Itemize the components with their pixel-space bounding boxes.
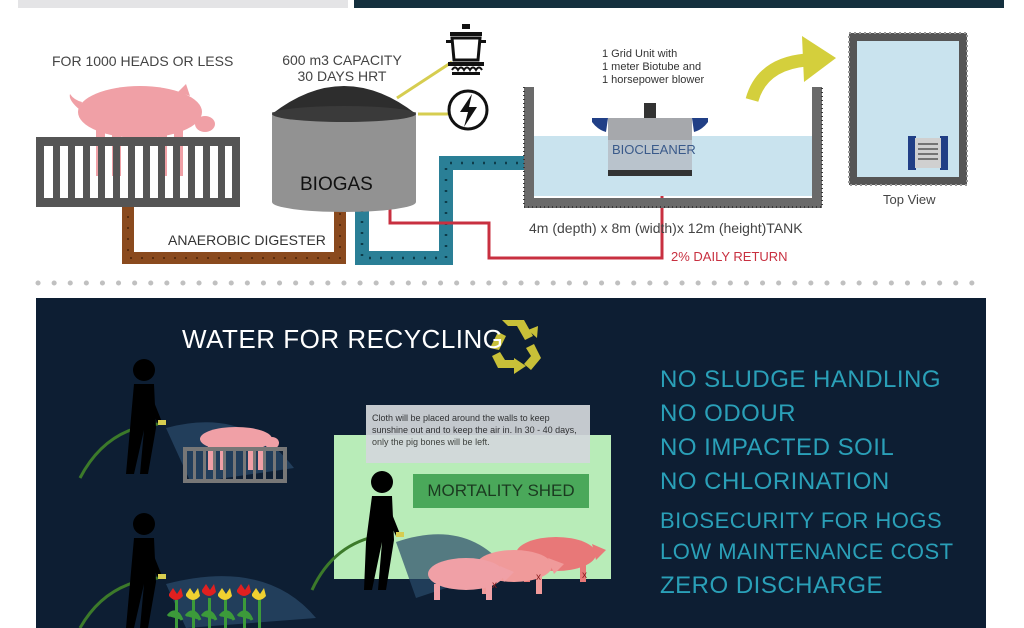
grid-line-1: 1 Grid Unit with bbox=[602, 48, 678, 60]
red-return-pipe bbox=[388, 195, 664, 260]
capacity-label: 600 m3 CAPACITY 30 DAYS HRT bbox=[280, 52, 404, 84]
claim-no-impacted-soil: NO IMPACTED SOIL bbox=[660, 434, 895, 461]
claim-low-maintenance: LOW MAINTENANCE COST bbox=[660, 539, 954, 564]
svg-text:x: x bbox=[492, 580, 497, 591]
svg-text:x: x bbox=[536, 572, 541, 583]
claim-no-sludge: NO SLUDGE HANDLING bbox=[660, 366, 942, 393]
bottom-panel: Cloth will be placed around the walls to… bbox=[36, 298, 986, 628]
svg-text:x: x bbox=[582, 570, 587, 581]
top-left-bar bbox=[18, 0, 348, 8]
recycling-title: WATER FOR RECYCLING bbox=[182, 324, 504, 354]
pen-fence-icon bbox=[36, 137, 240, 207]
biogas-tank-icon bbox=[272, 86, 416, 212]
curved-arrow-icon bbox=[745, 36, 836, 103]
capacity-line-1: 600 m3 CAPACITY bbox=[282, 52, 402, 68]
claim-no-chlorination: NO CHLORINATION bbox=[660, 468, 890, 495]
person-with-hose-icon bbox=[126, 359, 166, 474]
recycle-icon bbox=[490, 320, 541, 374]
process-diagram bbox=[35, 24, 988, 286]
biogas-label: BIOGAS bbox=[300, 174, 373, 195]
tulip-icon bbox=[166, 584, 266, 628]
daily-return-label: 2% DAILY RETURN bbox=[671, 249, 788, 264]
shed-note: Cloth will be placed around the walls to… bbox=[366, 405, 590, 463]
top-view-unit-icon bbox=[908, 136, 948, 170]
top-right-bar bbox=[354, 0, 1004, 8]
pig-icon bbox=[200, 427, 279, 470]
brown-pipe bbox=[122, 205, 346, 264]
biocleaner-label: BIOCLEANER bbox=[612, 142, 696, 157]
cooking-pot-icon bbox=[446, 24, 486, 75]
claim-no-odour: NO ODOUR bbox=[660, 400, 796, 427]
heads-label: FOR 1000 HEADS OR LESS bbox=[52, 53, 234, 69]
teal-pipe bbox=[355, 156, 528, 265]
person-with-hose-icon bbox=[364, 471, 404, 590]
shed-illustration: x x x bbox=[310, 471, 606, 600]
lightning-icon bbox=[447, 89, 489, 131]
tank-dimensions-label: 4m (depth) x 8m (width)x 12m (height)TAN… bbox=[529, 220, 803, 236]
biocleaner-unit-icon bbox=[592, 103, 708, 176]
pot-connector bbox=[396, 60, 453, 100]
digester-label: ANAEROBIC DIGESTER bbox=[168, 232, 326, 248]
grid-unit-label: 1 Grid Unit with 1 meter Biotube and 1 h… bbox=[602, 48, 704, 87]
claim-zero-discharge: ZERO DISCHARGE bbox=[660, 572, 884, 599]
shed-label: MORTALITY SHED bbox=[413, 474, 589, 508]
person-with-hose-icon bbox=[126, 513, 166, 628]
grid-line-2: 1 meter Biotube and bbox=[602, 61, 702, 73]
claim-biosecurity: BIOSECURITY FOR HOGS bbox=[660, 508, 943, 533]
pen-fence-icon bbox=[183, 447, 287, 483]
top-view-label: Top View bbox=[883, 192, 936, 207]
grid-line-3: 1 horsepower blower bbox=[602, 74, 705, 86]
bottom-illustration bbox=[78, 320, 541, 628]
dead-pig-icon: x bbox=[428, 558, 514, 600]
capacity-line-2: 30 DAYS HRT bbox=[297, 68, 387, 84]
